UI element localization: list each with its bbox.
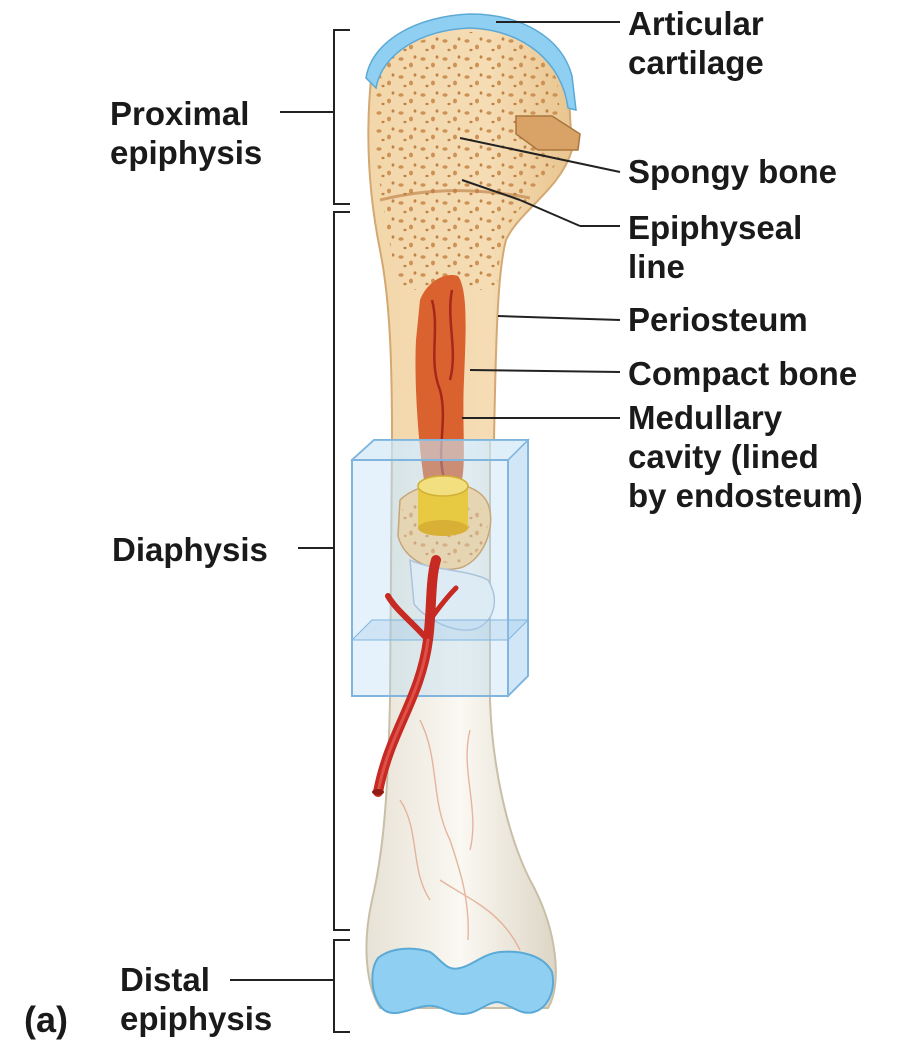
figure-letter: (a) [24,1000,68,1039]
distal-epiphysis-label-line2: epiphysis [120,999,272,1038]
cube-side [508,440,528,696]
spongy-bone-texture [373,32,562,290]
compact-bone-label-text: Compact bone [628,354,857,393]
proximal-epiphysis-label-line2: epiphysis [110,133,262,172]
brackets [334,30,350,1032]
cube-bottom [352,620,528,640]
articular-cartilage-label-line2: cartilage [628,43,764,82]
distal-epiphysis-label-line1: Distal [120,960,272,999]
periosteum-label: Periosteum [628,300,808,339]
epiphyseal-line-label-line2: line [628,247,802,286]
spongy-bone-label: Spongy bone [628,152,837,191]
compact-bone-label: Compact bone [628,354,857,393]
spongy-bone-label-text: Spongy bone [628,152,837,191]
epiphyseal-line-label: Epiphyseal line [628,208,802,286]
periosteum-label-text: Periosteum [628,300,808,339]
medullary-cavity-label-line1: Medullary [628,398,863,437]
epiphyseal-line-label-line1: Epiphyseal [628,208,802,247]
cube-top [352,440,528,460]
medullary-cavity-label: Medullary cavity (lined by endosteum) [628,398,863,515]
medullary-cavity-label-line2: cavity (lined [628,437,863,476]
distal-epiphysis-label: Distal epiphysis [120,960,272,1038]
articular-cartilage-label: Articular cartilage [628,4,764,82]
diaphysis-label: Diaphysis [112,530,268,569]
figure-letter-text: (a) [24,1000,68,1039]
proximal-epiphysis-label-line1: Proximal [110,94,262,133]
proximal-epiphysis-label: Proximal epiphysis [110,94,262,172]
medullary-cavity-label-line3: by endosteum) [628,476,863,515]
articular-cartilage-label-line1: Articular [628,4,764,43]
diaphysis-label-text: Diaphysis [112,530,268,569]
